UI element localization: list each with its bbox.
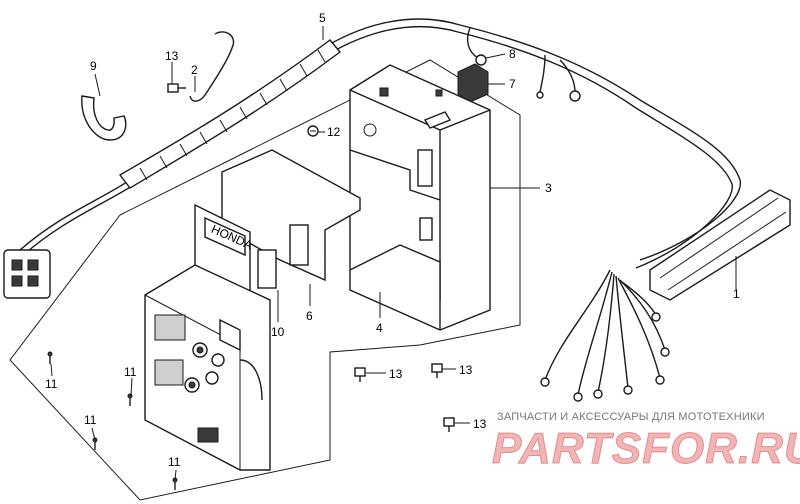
part-6-cover-panel [221, 149, 361, 282]
callout-11-c: 11 [84, 413, 97, 427]
part-12-screw [307, 125, 319, 137]
callout-10: 10 [271, 325, 285, 339]
callout-5: 5 [319, 11, 326, 25]
callout-3: 3 [545, 181, 552, 195]
branch-leads [466, 27, 581, 102]
callout-2: 2 [191, 63, 198, 77]
callout-13-b: 13 [389, 367, 403, 381]
part-7-connector-block [457, 63, 489, 103]
part-2-wire-clip [189, 31, 235, 102]
part-13-bolt-top [167, 83, 186, 93]
callout-11-a: 11 [45, 377, 58, 391]
callout-1: 1 [733, 287, 740, 301]
corrugated-tube [118, 39, 342, 189]
callout-7: 7 [509, 77, 516, 91]
part-13-bolts-lower [354, 363, 455, 432]
watermark-caption: ЗАПЧАСТИ И АКСЕССУАРЫ ДЛЯ МОТОТЕХНИКИ [497, 411, 765, 423]
part-9-harness-clamp [81, 95, 127, 141]
callout-8: 8 [509, 47, 516, 61]
part-3-control-box [349, 64, 491, 331]
callout-4: 4 [376, 321, 383, 335]
callout-13-c: 13 [459, 363, 473, 377]
front-control-panel [144, 264, 271, 471]
callout-13-a: 13 [165, 49, 179, 63]
callout-13-d: 13 [473, 417, 487, 431]
callout-11-b: 11 [124, 365, 137, 379]
callout-6: 6 [306, 309, 313, 323]
callout-11-d: 11 [168, 455, 181, 469]
callout-leader-lines [50, 26, 737, 481]
wire-leads [540, 269, 670, 402]
callout-numbers: 1 2 3 4 5 6 7 8 9 10 11 11 11 11 12 13 1… [45, 11, 740, 469]
callout-9: 9 [90, 59, 97, 73]
multi-pin-connector [3, 249, 51, 299]
watermark-logo: PARTSFOR.RU [492, 424, 800, 474]
callout-12: 12 [327, 125, 341, 139]
protective-sleeve [649, 189, 791, 301]
